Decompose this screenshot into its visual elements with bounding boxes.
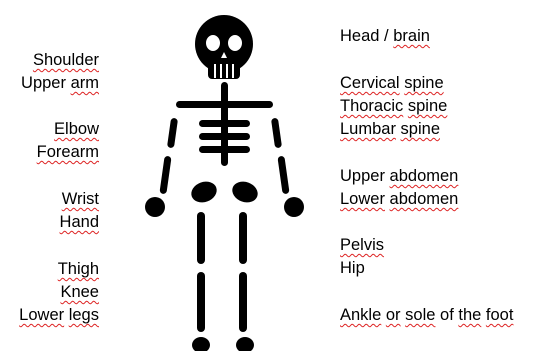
label-word: Ankle — [340, 306, 381, 324]
label-word: Thoracic — [340, 97, 403, 115]
label-head-brain: Head / brain — [340, 26, 430, 46]
label-word: spine — [408, 97, 447, 115]
label-word: brain — [393, 27, 430, 45]
label-word: abdomen — [390, 190, 459, 208]
label-upper-abdomen: Upper abdomen — [340, 166, 458, 186]
rib — [199, 120, 250, 127]
left-lower-leg — [197, 272, 205, 332]
label-lower-legs: Lower legs — [19, 305, 99, 325]
label-word: the — [458, 306, 481, 324]
right-forearm — [277, 156, 289, 195]
label-word: Knee — [60, 283, 99, 301]
label-word: of — [440, 306, 454, 324]
label-elbow: Elbow — [54, 119, 99, 139]
label-word: / — [384, 27, 389, 45]
right-upper-arm — [271, 118, 282, 149]
left-forearm — [159, 156, 171, 195]
label-word: foot — [486, 306, 514, 324]
label-upper-arm: Upper arm — [21, 73, 99, 93]
label-hip: Hip — [340, 258, 365, 278]
label-word: Upper — [340, 167, 385, 185]
label-word: Cervical — [340, 74, 400, 92]
label-thoracic-spine: Thoracic spine — [340, 96, 447, 116]
label-cervical-spine: Cervical spine — [340, 73, 444, 93]
left-hand — [145, 197, 165, 217]
right-thigh — [239, 212, 247, 264]
left-thigh — [197, 212, 205, 264]
label-word: spine — [401, 120, 440, 138]
label-lower-abdomen: Lower abdomen — [340, 189, 458, 209]
label-word: Hand — [60, 213, 99, 231]
label-shoulder: Shoulder — [33, 50, 99, 70]
label-hand: Hand — [60, 212, 99, 232]
pelvis-right — [229, 178, 260, 206]
label-word: Pelvis — [340, 236, 384, 254]
label-lumbar-spine: Lumbar spine — [340, 119, 440, 139]
label-word: abdomen — [390, 167, 459, 185]
pelvis-left — [188, 178, 219, 206]
label-word: Shoulder — [33, 51, 99, 69]
label-ankle-or-sole-of-the-foot: Ankle or sole of the foot — [340, 305, 513, 325]
label-word: Wrist — [62, 190, 99, 208]
label-word: Lumbar — [340, 120, 396, 138]
label-pelvis: Pelvis — [340, 235, 384, 255]
label-word: sole — [405, 306, 435, 324]
label-word: Upper — [21, 74, 66, 92]
label-forearm: Forearm — [37, 142, 99, 162]
label-wrist: Wrist — [62, 189, 99, 209]
right-lower-leg — [239, 272, 247, 332]
jaw — [208, 58, 240, 79]
right-foot — [236, 337, 254, 351]
label-word: Hip — [340, 259, 365, 277]
label-thigh: Thigh — [58, 259, 99, 279]
label-word: spine — [404, 74, 443, 92]
label-word: Head — [340, 27, 379, 45]
rib — [199, 133, 250, 140]
label-knee: Knee — [60, 282, 99, 302]
label-word: legs — [69, 306, 99, 324]
left-foot — [192, 337, 210, 351]
label-word: Forearm — [37, 143, 99, 161]
label-word: Elbow — [54, 120, 99, 138]
label-word: Thigh — [58, 260, 99, 278]
label-word: Lower — [19, 306, 64, 324]
left-upper-arm — [167, 118, 178, 149]
rib — [199, 146, 250, 153]
label-word: Lower — [340, 190, 385, 208]
label-word: arm — [71, 74, 99, 92]
right-hand — [284, 197, 304, 217]
label-word: or — [386, 306, 401, 324]
